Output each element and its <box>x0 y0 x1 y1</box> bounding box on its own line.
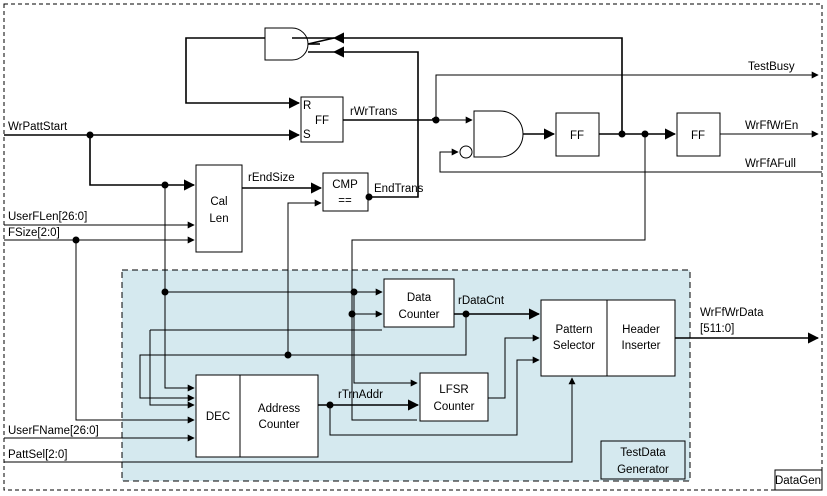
end-trans-label: EndTrans <box>374 183 424 195</box>
data-counter-line1: Data <box>407 292 432 304</box>
cmp-block <box>322 172 369 212</box>
inverter-bubble <box>459 145 473 159</box>
data-counter-block <box>383 278 455 328</box>
cal-len-line1: Cal <box>210 196 227 208</box>
datagen-label: DataGen <box>775 475 821 487</box>
r-wr-trans-label: rWrTrans <box>350 106 398 118</box>
ff1-label: FF <box>570 130 584 142</box>
ff1-block <box>555 112 600 157</box>
header-inserter-line1: Header <box>622 324 660 336</box>
wr-patt-start-label: WrPattStart <box>8 121 68 133</box>
cmp-line1: CMP <box>332 179 358 191</box>
testdata-generator-line2: Generator <box>617 464 669 476</box>
user-fname-label: UserFName[26:0] <box>8 425 99 437</box>
address-counter-line2: Counter <box>259 419 300 431</box>
sr-ff-block <box>300 96 344 143</box>
cmp-line2: == <box>338 195 352 207</box>
data-counter-line2: Counter <box>399 309 440 321</box>
r-data-cnt-label: rDataCnt <box>458 295 505 307</box>
and-gate-main <box>473 110 524 158</box>
patt-sel-label: PattSel[2:0] <box>8 449 67 461</box>
sr-ff-s-label: S <box>303 129 311 141</box>
cal-len-line2: Len <box>209 213 228 225</box>
lfsr-counter-block <box>419 372 489 422</box>
r-end-size-label: rEndSize <box>248 172 295 184</box>
testdata-generator-box <box>600 440 686 480</box>
lfsr-counter-line1: LFSR <box>439 384 468 396</box>
cal-len-block <box>195 164 243 253</box>
datagen-boundary <box>3 3 823 491</box>
sr-ff-r-label: R <box>303 100 311 112</box>
sr-ff-label: FF <box>315 115 329 127</box>
pattern-selector-line1: Pattern <box>555 324 592 336</box>
wr-ff-wr-data-label: WrFfWrData <box>700 307 764 319</box>
header-inserter-line2: Inserter <box>622 340 661 352</box>
r-trn-addr-label: rTrnAddr <box>338 389 383 401</box>
test-busy-label: TestBusy <box>748 61 795 73</box>
testdata-generator-line1: TestData <box>620 447 666 459</box>
dec-label: DEC <box>206 411 230 423</box>
pattern-selector-line2: Selector <box>553 340 595 352</box>
wr-ff-wr-en-label: WrFfWrEn <box>745 120 798 132</box>
datagen-label-box <box>774 469 823 491</box>
address-counter-line1: Address <box>258 403 300 415</box>
pattern-header-block <box>540 299 676 377</box>
lfsr-counter-line2: Counter <box>434 401 475 413</box>
and-gate-top <box>264 27 309 61</box>
ff2-label: FF <box>691 130 705 142</box>
wr-ff-wr-data-width-label: [511:0] <box>700 323 734 335</box>
fsize-label: FSize[2:0] <box>8 227 60 239</box>
dec-address-block <box>195 374 319 458</box>
user-flen-label: UserFLen[26:0] <box>8 211 87 223</box>
wr-ff-a-full-label: WrFfAFull <box>745 158 796 170</box>
